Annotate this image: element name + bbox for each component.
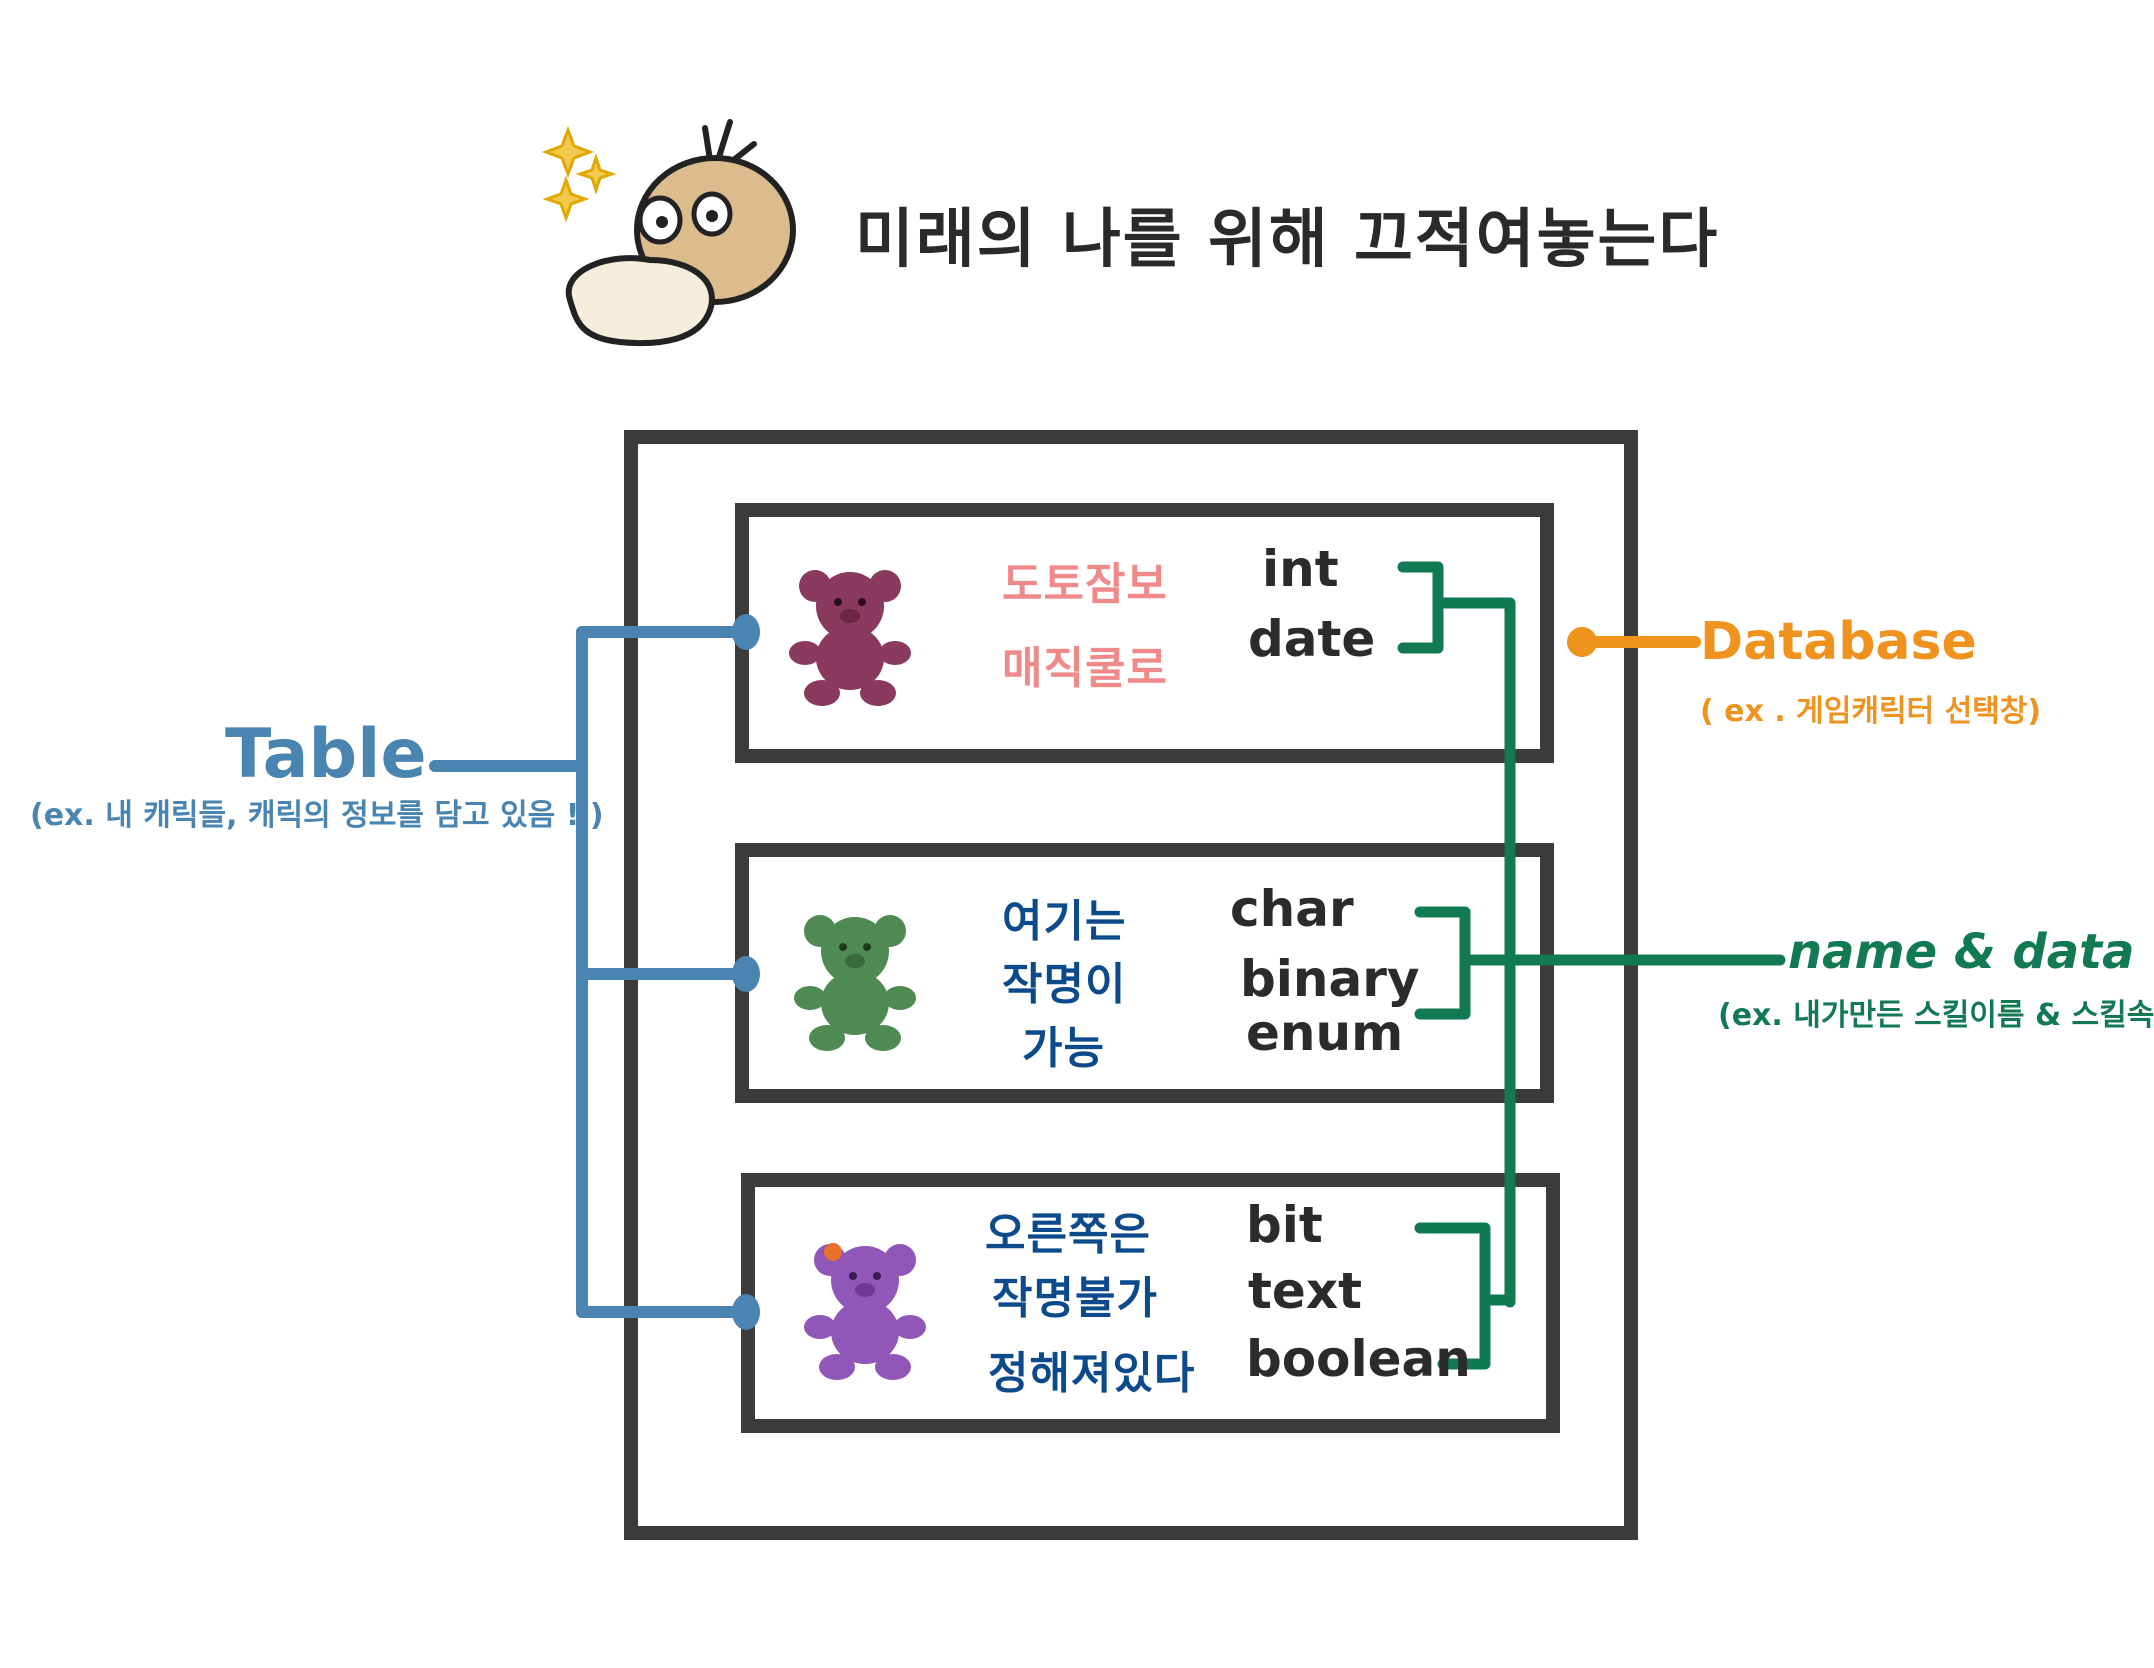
- table-label: Table: [225, 715, 427, 794]
- row3-name-3: 정해져있다: [988, 1348, 1196, 1399]
- row1-name-2: 매직쿨로: [1002, 643, 1168, 694]
- database-box: [624, 430, 1638, 1540]
- teddy-bear-purple-icon: [804, 1243, 926, 1380]
- row1-name-1: 도토잠보: [1002, 559, 1168, 610]
- name-data-label: name & data: [1788, 924, 2135, 980]
- database-label: Database: [1700, 612, 1977, 672]
- row2-type-3: enum: [1246, 1004, 1404, 1062]
- row3-type-2: text: [1248, 1262, 1362, 1320]
- row3-name-2: 작명불가: [992, 1273, 1158, 1324]
- row2-name-3: 가능: [1022, 1023, 1105, 1074]
- row2-name-2: 작명이: [1002, 959, 1127, 1010]
- database-example: ( ex . 게임캐릭터 선택창): [1700, 694, 2042, 729]
- row1-type-2: date: [1248, 610, 1376, 668]
- page-title: 미래의 나를 위해 끄적여놓는다: [855, 203, 1720, 277]
- teddy-bear-green-icon: [794, 915, 916, 1051]
- table-connector: [429, 626, 751, 1318]
- name-data-connector: [1397, 561, 1786, 1370]
- table-example: (ex. 내 캐릭들, 캐릭의 정보를 담고 있음 ! ): [30, 798, 604, 833]
- row2-type-2: binary: [1240, 950, 1420, 1008]
- row3-type-1: bit: [1246, 1196, 1323, 1254]
- row3-name-1: 오른쪽은: [985, 1209, 1151, 1260]
- row1-type-1: int: [1262, 540, 1339, 598]
- row2-name-1: 여기는: [1002, 896, 1127, 947]
- psyduck-mascot-icon: [541, 119, 796, 347]
- row2-type-1: char: [1230, 880, 1354, 938]
- name-data-example: (ex. 내가만든 스킬이름 & 스킬속성): [1718, 998, 2154, 1033]
- row3-type-3: boolean: [1246, 1330, 1471, 1388]
- teddy-bear-maroon-icon: [789, 570, 911, 706]
- sparkle-icon: [541, 125, 617, 223]
